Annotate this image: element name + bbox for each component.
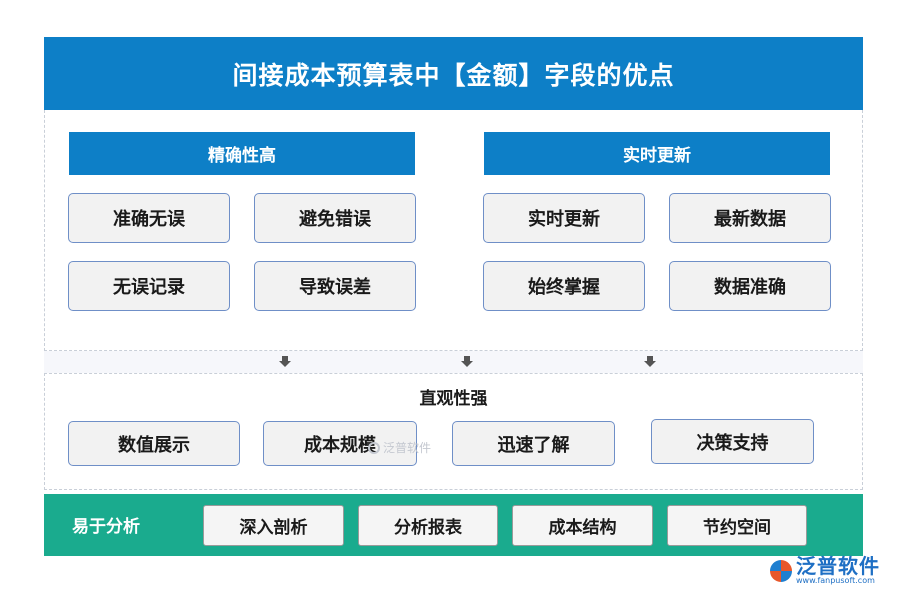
- item-box: 成本结构: [512, 505, 653, 546]
- item-box: 避免错误: [254, 193, 416, 243]
- item-box: 决策支持: [651, 419, 814, 464]
- category-header-analysis: 易于分析: [72, 517, 140, 537]
- item-box: 无误记录: [68, 261, 230, 311]
- item-box: 数值展示: [68, 421, 240, 466]
- category-header-intuitive: 直观性强: [419, 389, 488, 409]
- brand-name: 泛普软件: [796, 554, 880, 578]
- page-title: 间接成本预算表中【金额】字段的优点: [44, 37, 863, 110]
- item-box: 节约空间: [667, 505, 807, 546]
- watermark-logo-icon: [368, 441, 380, 454]
- item-box: 成本规模: [263, 421, 417, 466]
- item-box: 分析报表: [358, 505, 498, 546]
- brand-url: www.fanpusoft.com: [796, 576, 875, 585]
- watermark: 泛普软件: [368, 439, 431, 456]
- watermark-text: 泛普软件: [383, 441, 432, 455]
- brand-logo-icon: [770, 559, 792, 582]
- item-box: 始终掌握: [483, 261, 645, 311]
- item-box: 数据准确: [669, 261, 831, 311]
- item-box: 实时更新: [483, 193, 645, 243]
- category-header-realtime: 实时更新: [484, 132, 830, 175]
- item-box: 最新数据: [669, 193, 831, 243]
- category-header-precision: 精确性高: [69, 132, 415, 175]
- item-box: 导致误差: [254, 261, 416, 311]
- item-box: 准确无误: [68, 193, 230, 243]
- item-box: 深入剖析: [203, 505, 344, 546]
- item-box: 迅速了解: [452, 421, 615, 466]
- brand-logo: 泛普软件 www.fanpusoft.com: [770, 556, 880, 585]
- arrow-strip: [44, 351, 863, 373]
